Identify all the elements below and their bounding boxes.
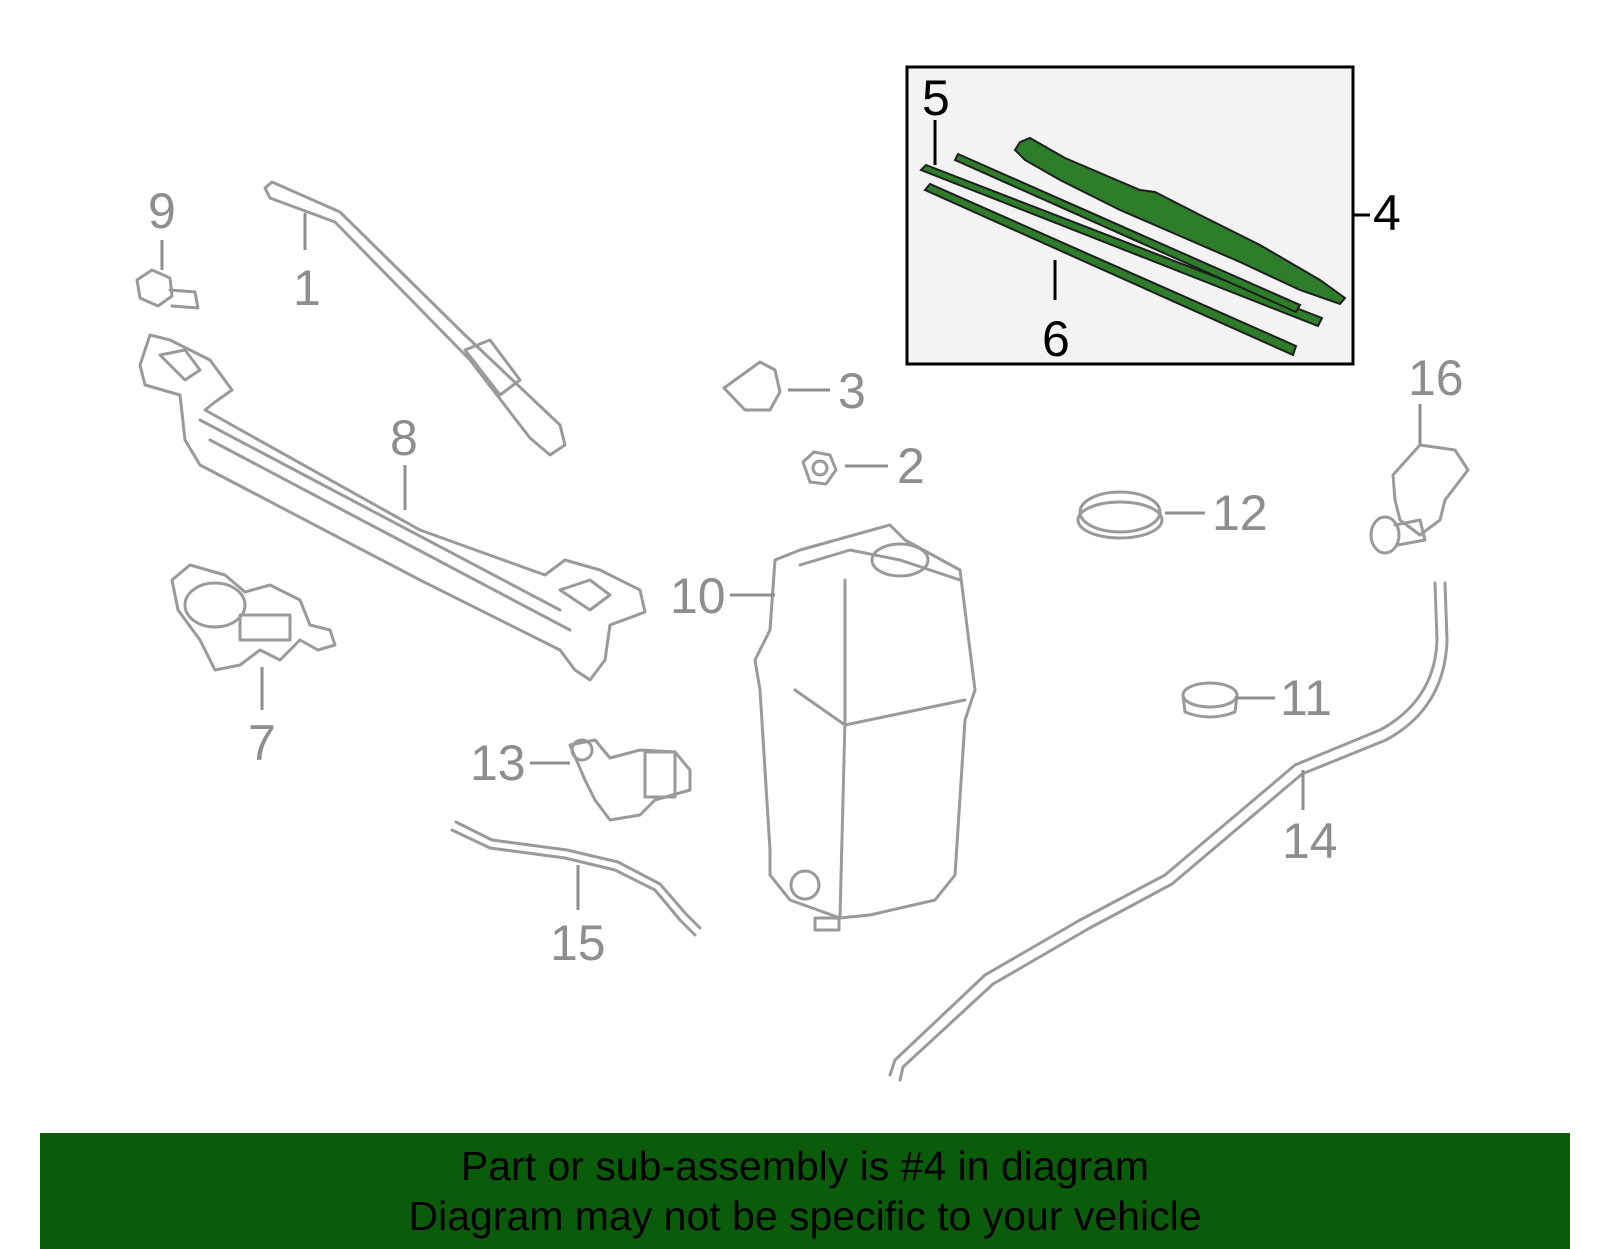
info-banner: Part or sub-assembly is #4 in diagram Di… [40,1133,1570,1249]
leader-lines [160,120,1422,910]
callout-5: 5 [922,70,950,126]
washer-hose-long[interactable] [888,581,1439,1077]
callout-15: 15 [550,915,606,971]
washer-hose-short-inner [454,820,702,930]
wiper-blade-refill-6 [923,182,1298,357]
small-cap[interactable] [1181,681,1239,719]
callout-8: 8 [390,410,418,466]
cover-clip[interactable] [722,360,782,412]
callout-3: 3 [838,363,866,419]
wiper-blade-assembly[interactable] [919,136,1347,357]
washer-hose-long-inner [898,581,1449,1082]
banner-line-2: Diagram may not be specific to your vehi… [408,1193,1202,1239]
callout-4: 4 [1373,185,1401,241]
washer-pump[interactable] [568,738,692,822]
callout-12: 12 [1212,485,1268,541]
callout-10: 10 [670,568,726,624]
wiper-arm[interactable] [263,180,567,457]
washer-hose-short[interactable] [450,828,697,937]
callout-6: 6 [1042,311,1070,367]
nut[interactable] [801,450,838,486]
wiper-blade-strip [953,152,1302,314]
callout-11: 11 [1280,670,1332,726]
bolt[interactable] [135,268,200,310]
callout-13: 13 [470,735,526,791]
callout-7: 7 [248,715,276,771]
callout-16: 16 [1408,350,1464,406]
wiper-blade-insert-5 [919,163,1324,328]
wiper-motor[interactable] [170,563,337,672]
callout-9: 9 [148,183,176,239]
reservoir-cap[interactable] [1076,490,1164,540]
callout-2: 2 [897,438,925,494]
callout-14: 14 [1282,813,1338,869]
washer-reservoir[interactable] [753,523,977,932]
washer-nozzle[interactable] [1369,443,1470,555]
banner-line-1: Part or sub-assembly is #4 in diagram [460,1143,1150,1189]
wiper-linkage[interactable] [138,333,647,682]
highlight-inset-box [905,65,1355,366]
callout-1: 1 [293,260,321,316]
wiper-blade-frame [1013,136,1347,306]
callout-labels: 1 2 3 4 5 6 7 8 9 10 11 12 13 14 15 16 [148,70,1464,971]
